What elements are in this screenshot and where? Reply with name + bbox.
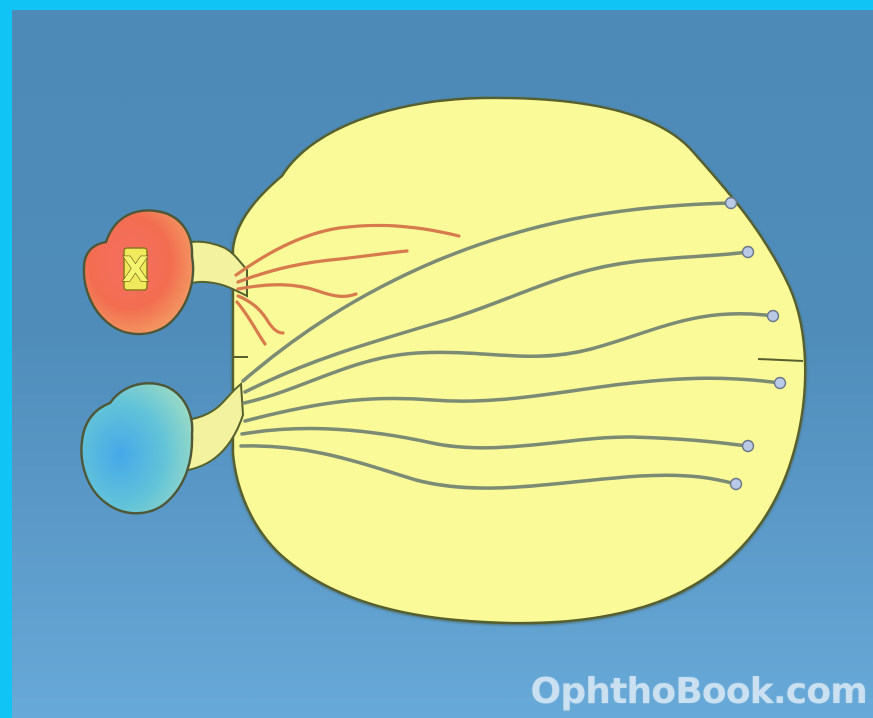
lesion-marker: X — [122, 248, 148, 290]
lesion-x-marker: X — [122, 250, 148, 290]
right-eye — [81, 383, 192, 513]
axon-terminal — [768, 311, 779, 322]
axon-terminal — [726, 198, 737, 209]
watermark: OphthoBook.com — [531, 674, 867, 710]
diagram-frame: X OphthoBook.com — [12, 10, 873, 718]
axon-terminal — [731, 479, 742, 490]
axon-terminal — [743, 247, 754, 258]
optic-pathway-diagram: X — [12, 10, 873, 718]
axon-terminal — [743, 441, 754, 452]
axon-terminal — [775, 378, 786, 389]
